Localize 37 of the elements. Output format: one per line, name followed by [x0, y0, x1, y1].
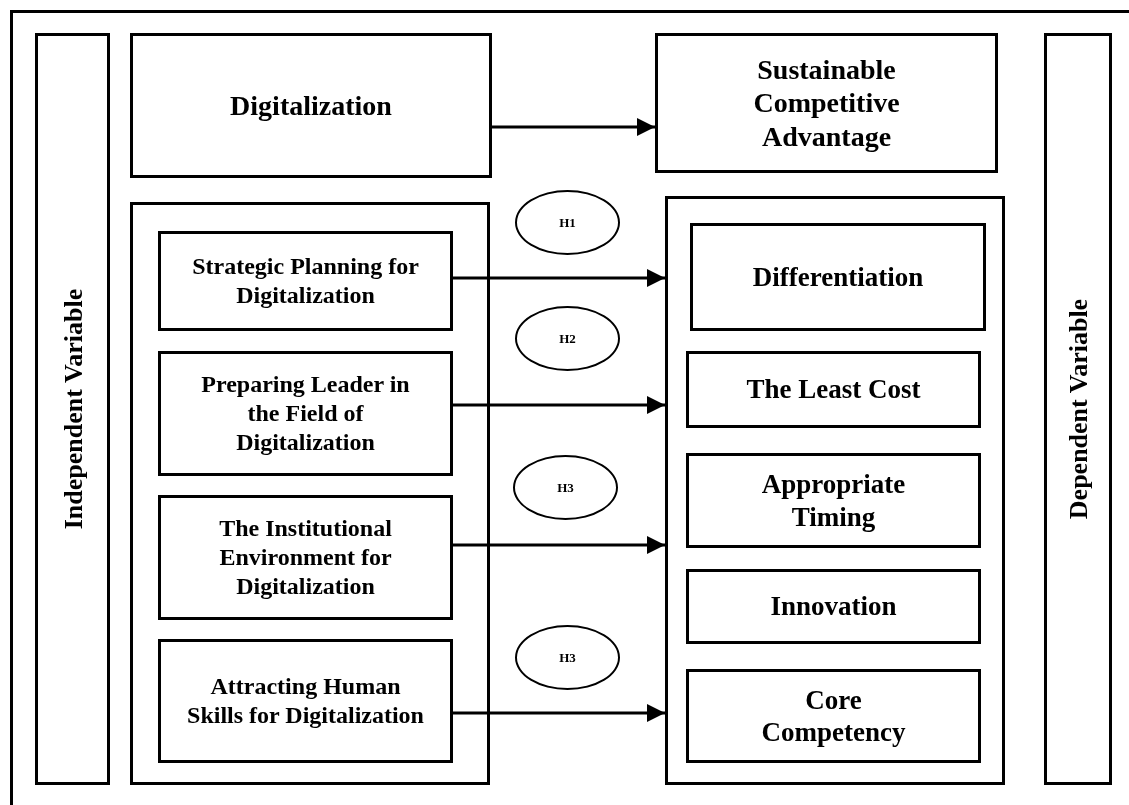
variable-band [1044, 33, 1112, 785]
concept-box [686, 351, 981, 428]
hypothesis-label: H3 [557, 478, 574, 497]
box-label: Differentiation [752, 260, 924, 294]
box-label: Digitalization [230, 88, 392, 123]
concept-box [158, 495, 453, 620]
group-box [130, 202, 490, 785]
box-label: The Least Cost [746, 373, 921, 406]
box-label: Preparing Leader in the Field of Digitalization [200, 370, 411, 457]
arrow [450, 704, 665, 722]
variable-label: Independent Variable [57, 288, 88, 530]
box-label: Innovation [770, 590, 897, 623]
arrow [492, 118, 655, 136]
variable-band [35, 33, 110, 785]
concept-box [130, 33, 492, 178]
concept-box [158, 351, 453, 476]
concept-box [158, 639, 453, 763]
concept-box [686, 569, 981, 644]
concept-box [655, 33, 998, 173]
concept-box [158, 231, 453, 331]
variable-label: Dependent Variable [1062, 298, 1094, 520]
box-label: Strategic Planning for Digitalization [191, 252, 420, 310]
arrow [450, 269, 665, 287]
concept-box [686, 453, 981, 548]
hypothesis-label: H3 [559, 648, 576, 667]
box-label: Core Competency [760, 683, 907, 749]
arrow [450, 396, 665, 414]
concept-box [690, 223, 986, 331]
hypothesis-label: H2 [559, 329, 576, 348]
concept-box [686, 669, 981, 763]
box-label: The Institutional Environment for Digitalization [218, 514, 393, 601]
arrow [450, 536, 665, 554]
hypothesis-label: H1 [559, 213, 576, 232]
group-box [665, 196, 1005, 785]
box-label: Appropriate Timing [760, 468, 907, 533]
box-label: Sustainable Competitive Advantage [752, 52, 901, 154]
box-label: Attracting Human Skills for Digitalization [186, 672, 425, 730]
